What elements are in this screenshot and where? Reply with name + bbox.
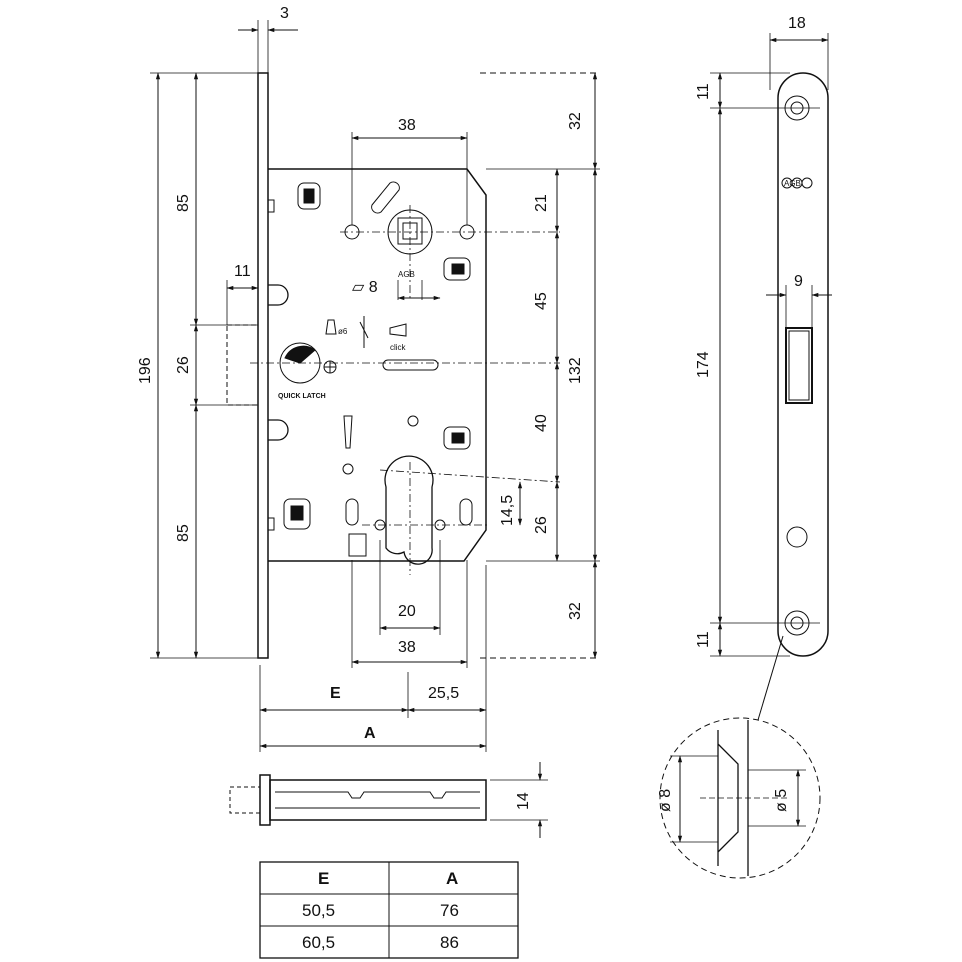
dim-faceplate-top-hole: 11 — [695, 83, 712, 100]
dim-cylinder-bottom: 26 — [533, 516, 550, 534]
dim-square-size: ▱ 8 — [352, 279, 378, 296]
quick-latch-label: QUICK LATCH — [278, 393, 326, 400]
dim-spindle-to-latch: 45 — [533, 292, 550, 310]
dim-body-offset: 25,5 — [428, 685, 459, 702]
lug-top-left — [297, 182, 321, 210]
dim-top-offset: 32 — [567, 112, 584, 130]
brand-mark-front: AGB — [398, 270, 415, 279]
middle-slot — [382, 359, 439, 371]
dim-backset-label: E — [330, 685, 341, 702]
dim-follower-offset: 21 — [533, 194, 550, 212]
dim-latch-height: 26 — [175, 356, 192, 374]
dim-spindle-spacing-top: 38 — [398, 117, 416, 134]
table-cell-r1-e: 50,5 — [302, 901, 335, 920]
spindle-dia-label: ø6 — [338, 327, 348, 336]
faceplate-profile — [777, 72, 829, 657]
dim-depth-label: A — [364, 725, 376, 742]
table-cell-r1-a: 76 — [440, 901, 459, 920]
detail-circle — [659, 717, 821, 879]
dim-body-height: 132 — [567, 357, 584, 384]
dim-faceplate-width: 18 — [788, 15, 806, 32]
dim-faceplate-bottom-hole: 11 — [695, 631, 712, 648]
dim-body-thickness: 14 — [515, 792, 532, 810]
table-cell-r2-e: 60,5 — [302, 933, 335, 952]
dim-cylinder-width: 20 — [398, 603, 416, 620]
cylinder-cutout — [384, 455, 434, 565]
dim-latch-slot-width: 9 — [794, 273, 803, 290]
lock-body — [268, 168, 487, 562]
dim-bottom-offset: 32 — [567, 602, 584, 620]
latch-slot — [785, 327, 813, 404]
dim-hole-outer-dia: ø 8 — [657, 789, 674, 812]
lug-bottom-left — [283, 498, 311, 530]
dim-lower-section: 85 — [175, 524, 192, 542]
dim-upper-section: 85 — [175, 194, 192, 212]
dim-faceplate-length: 174 — [695, 351, 712, 378]
dim-screw-spacing-bottom: 38 — [398, 639, 416, 656]
table-cell-r2-a: 86 — [440, 933, 459, 952]
dim-hole-inner-dia: ø 5 — [773, 789, 790, 812]
front-faceplate — [257, 72, 269, 659]
dim-plate-thickness: 3 — [280, 5, 289, 22]
table-header-e: E — [318, 869, 329, 888]
dim-overall-height: 196 — [137, 357, 154, 384]
dim-latch-to-cylinder: 40 — [533, 414, 550, 432]
lug-top-right — [443, 257, 471, 281]
lug-mid-right — [443, 426, 471, 450]
latch-bolt — [226, 324, 259, 406]
click-label: click — [390, 343, 407, 352]
side-view-body — [269, 779, 487, 821]
side-view-faceplate — [259, 774, 271, 826]
brand-mark-faceplate: AGB — [784, 179, 801, 188]
dim-latch-projection: 11 — [234, 263, 251, 280]
table-header-a: A — [446, 869, 458, 888]
dim-cylinder-to-screw: 14,5 — [499, 495, 516, 526]
